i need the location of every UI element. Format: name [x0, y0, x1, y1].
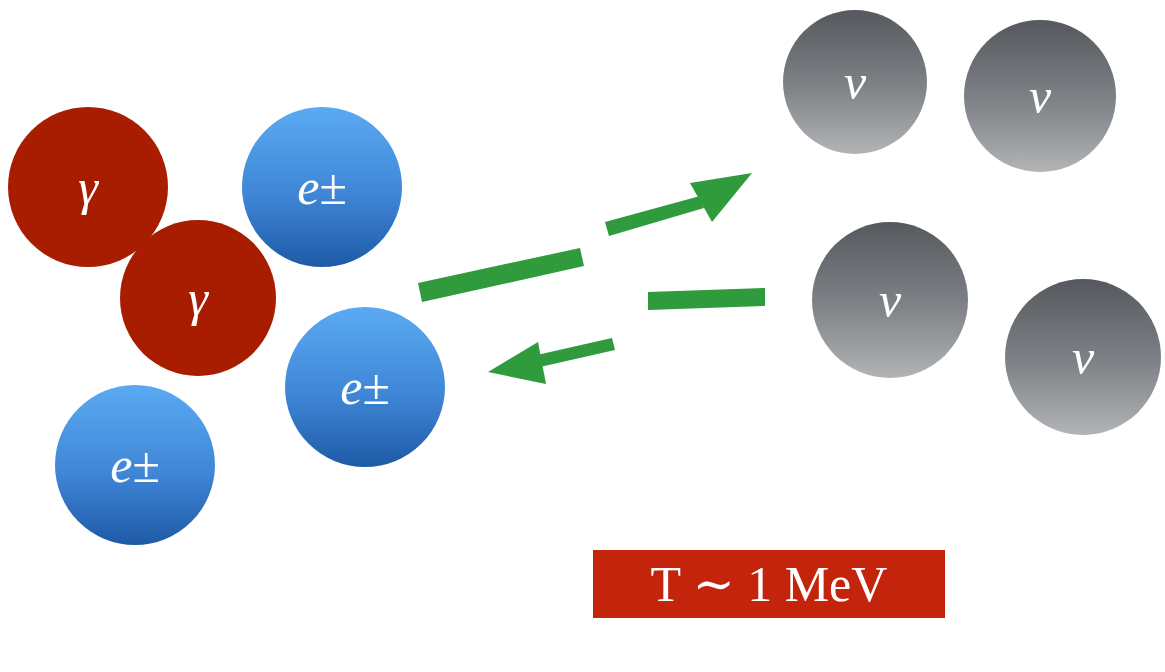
- node-label: ν: [879, 271, 901, 329]
- node-label: γ: [78, 158, 98, 216]
- neutrino-circle: ν: [812, 222, 968, 378]
- node-label: γ: [188, 269, 208, 327]
- node-label: ν: [1072, 328, 1094, 386]
- electron-circle: e±: [55, 385, 215, 545]
- node-label: T ∼ 1 MeV: [651, 555, 888, 613]
- neutrino-circle: ν: [1005, 279, 1161, 435]
- photon-circle: γ: [120, 220, 276, 376]
- electron-circle: e±: [242, 107, 402, 267]
- neutrino-circle: ν: [783, 10, 927, 154]
- node-label: ν: [844, 53, 866, 111]
- break-mark: [582, 215, 640, 360]
- node-label: ν: [1029, 67, 1051, 125]
- node-label: e±: [340, 358, 390, 416]
- electron-circle: e±: [285, 307, 445, 467]
- node-label: e±: [110, 436, 160, 494]
- neutrino-circle: ν: [964, 20, 1116, 172]
- temperature-tag: T ∼ 1 MeV: [593, 550, 945, 618]
- node-label: e±: [297, 158, 347, 216]
- broken-arrow-out: [418, 173, 752, 302]
